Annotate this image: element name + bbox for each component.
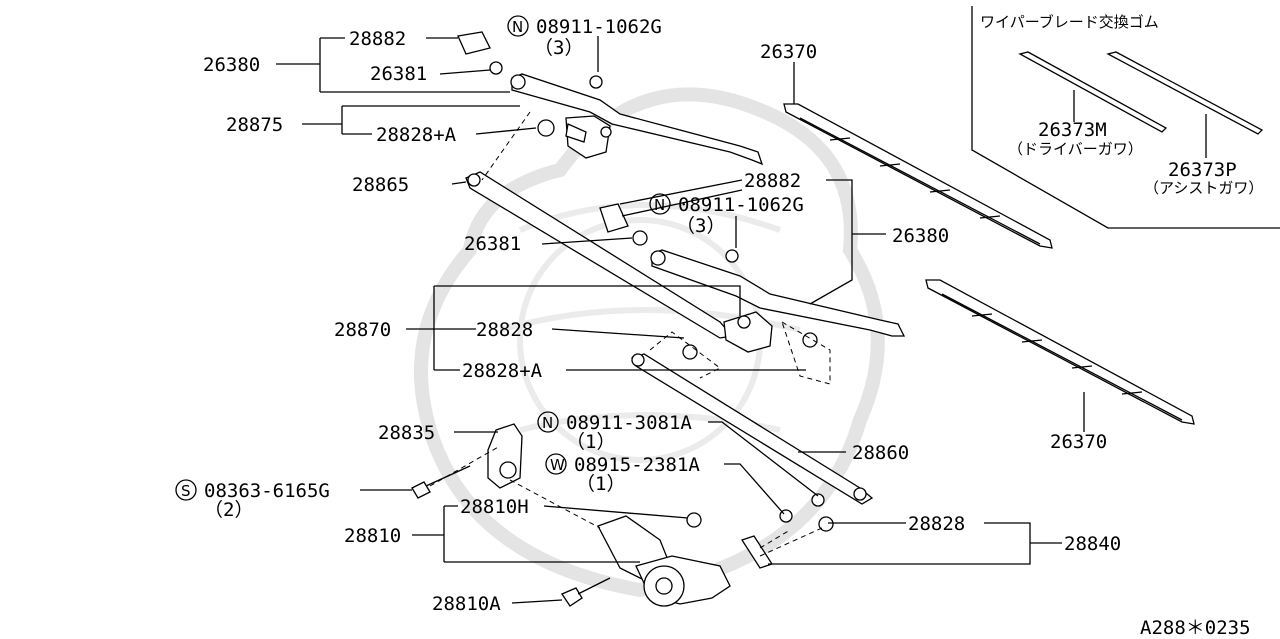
label-08911-3081a: 08911-3081A <box>566 412 692 434</box>
inset-frame <box>971 6 1280 229</box>
inset-title: ワイパーブレード交換ゴム <box>980 13 1159 31</box>
label-28870: 28870 <box>334 319 391 341</box>
label-26373m-desc: （ドライバーガワ） <box>1008 140 1143 158</box>
n-letter-top: N <box>512 18 523 36</box>
label-28875: 28875 <box>226 114 283 136</box>
label-08363-6165g: 08363-6165G <box>204 480 330 502</box>
link-rod-28860 <box>631 353 874 507</box>
label-26381-mid: 26381 <box>464 233 521 255</box>
label-qty3-top: （3） <box>534 37 583 59</box>
label-28835: 28835 <box>378 422 435 444</box>
label-26380-mid: 26380 <box>892 225 949 247</box>
s-letter: S <box>181 482 191 500</box>
label-26370-bot: 26370 <box>1050 431 1107 453</box>
label-26370-top: 26370 <box>760 41 817 63</box>
label-26381-top: 26381 <box>370 63 427 85</box>
w-mark <box>545 453 567 475</box>
label-08911-1062g-top: 08911-1062G <box>536 16 662 38</box>
leader-lines <box>276 36 1207 604</box>
wiper-arm-upper <box>510 73 764 166</box>
label-26373m: 26373M <box>1038 119 1107 141</box>
label-qty1-b: （1） <box>576 473 625 495</box>
label-28828a-mid: 28828+A <box>462 360 543 382</box>
label-28810: 28810 <box>344 525 401 547</box>
label-28828-mid: 28828 <box>476 319 533 341</box>
wiper-motor <box>561 509 834 607</box>
label-qty2: （2） <box>204 499 253 521</box>
label-08911-1062g-mid: 08911-1062G <box>678 194 804 216</box>
w-letter: W <box>550 456 565 474</box>
part-labels: 26380 28882 N 08911-1062G （3） 26381 2887… <box>175 13 1263 639</box>
label-28840: 28840 <box>1064 533 1121 555</box>
label-26373p-desc: （アシストガワ） <box>1144 179 1263 197</box>
pivot-cap-upper <box>457 31 503 75</box>
label-28882-mid: 28882 <box>744 170 801 192</box>
label-26380-top: 26380 <box>203 54 260 76</box>
label-28810h: 28810H <box>460 496 529 518</box>
label-qty1-a: （1） <box>566 431 615 453</box>
wiper-arm-middle <box>599 203 906 360</box>
motor-bracket <box>487 423 523 489</box>
s-mark <box>175 479 197 501</box>
label-26373p: 26373P <box>1168 159 1237 181</box>
label-28882-top: 28882 <box>349 28 406 50</box>
n-letter-mid: N <box>654 196 665 214</box>
n-mark-mid <box>649 193 671 215</box>
n-letter-lower: N <box>542 414 553 432</box>
label-08915-2381a: 08915-2381A <box>574 454 700 476</box>
label-28828-bot: 28828 <box>908 513 965 535</box>
diagram-code: A288＊0235 <box>1140 617 1251 639</box>
n-mark-top <box>507 15 529 37</box>
label-28828a-top: 28828+A <box>376 124 457 146</box>
label-28810a: 28810A <box>432 593 501 615</box>
label-28865: 28865 <box>352 174 409 196</box>
label-qty3-mid: （3） <box>676 215 725 237</box>
n-mark-lower <box>537 411 559 433</box>
wiper-blade-upper <box>783 103 1053 249</box>
label-28860: 28860 <box>852 442 909 464</box>
wiper-blade-lower <box>925 279 1195 425</box>
